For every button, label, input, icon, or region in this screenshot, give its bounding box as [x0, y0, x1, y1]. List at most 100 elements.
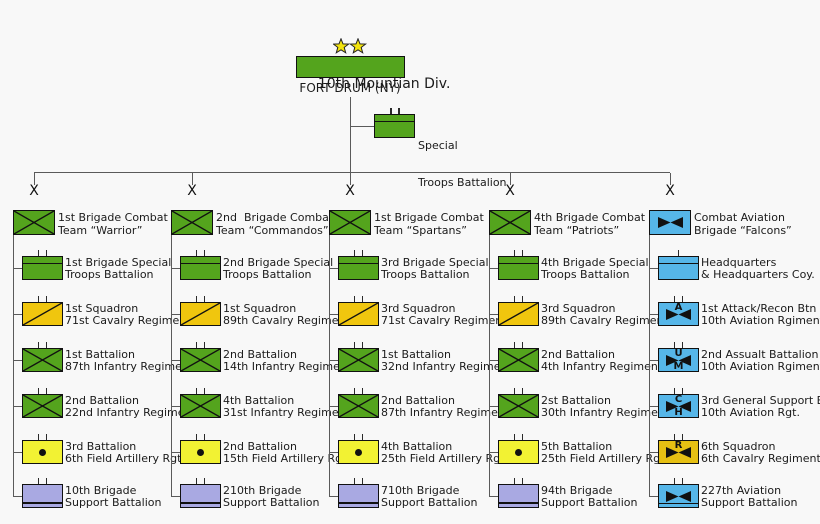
connector-unit-stub	[489, 314, 498, 315]
connector-unit-stub	[13, 360, 22, 361]
infantry-crossed-diagonals-icon	[499, 349, 538, 371]
connector-unit-stub	[329, 496, 338, 497]
echelon-tick	[195, 388, 197, 394]
unit-label-bct-2-4-line1: 4th Battalion	[223, 393, 295, 407]
echelon-tick	[203, 388, 205, 394]
connector-unit-stub	[329, 452, 338, 453]
echelon-tick	[677, 250, 679, 256]
aviation-role-letter-top: A	[674, 302, 683, 313]
connector-column-rail	[329, 235, 330, 497]
unit-label-cab-3-line2: 10th Aviation Rgiment	[701, 360, 820, 373]
division-box: 10th Mountian Div.	[296, 56, 450, 92]
echelon-tick	[195, 250, 197, 256]
unit-label-bct-1-1-line2: Troops Battalion	[65, 268, 154, 281]
echelon-tick	[353, 388, 355, 394]
aviation-rotor-icon	[666, 400, 691, 412]
aviation-role-letter-top: U	[674, 348, 683, 359]
echelon-tick	[37, 388, 39, 394]
echelon-tick	[203, 296, 205, 302]
echelon-tick	[361, 434, 363, 440]
echelon-tick	[681, 342, 683, 348]
unit-box-bct-4-6	[498, 484, 539, 508]
unit-label-bct-4-4-line1: 2st Battalion	[541, 393, 612, 407]
unit-label-cab-1-line2: & Headquarters Coy.	[701, 268, 815, 281]
support-bar-icon	[23, 502, 62, 504]
bct-3-brigade-label-line1: 1st Brigade Combat	[374, 210, 484, 224]
infantry-crossed-diagonals-icon	[181, 349, 220, 371]
support-bar-icon	[499, 502, 538, 504]
connector-unit-stub	[13, 452, 22, 453]
echelon-tick	[37, 434, 39, 440]
unit-label-bct-1-3-line1: 1st Battalion	[65, 347, 136, 361]
infantry-crossed-diagonals-icon	[14, 211, 54, 234]
infantry-crossed-diagonals-icon	[23, 395, 62, 417]
connector-unit-stub	[329, 360, 338, 361]
special-troops-battalion-box	[374, 114, 415, 138]
unit-label-bct-3-6-line2: Support Battalion	[381, 496, 478, 509]
connector-special-stub	[350, 126, 374, 127]
connector-column-rail	[171, 235, 172, 497]
bct-1-brigade-label-line2: Team “Warrior”	[58, 223, 143, 237]
brigade-echelon-x: X	[29, 183, 39, 199]
echelon-tick	[361, 478, 363, 484]
unit-label-bct-2-3-line2: 14th Infantry Regiment	[223, 360, 352, 373]
infantry-crossed-diagonals-icon	[499, 395, 538, 417]
unit-label-bct-3-2-line2: 71st Cavalry Regiment	[381, 314, 507, 327]
division-location: FORT DRUM (NY)	[299, 81, 401, 95]
connector-unit-stub	[489, 496, 498, 497]
unit-label-cab-6-line2: Support Battalion	[701, 496, 798, 509]
echelon-tick	[37, 296, 39, 302]
bct-2-brigade-label-line1: 2nd Brigade Combat	[216, 210, 334, 224]
echelon-tick	[45, 296, 47, 302]
cavalry-stripe-icon	[499, 303, 538, 325]
unit-label-bct-3-2-line1: 3rd Squadron	[381, 301, 456, 315]
unit-label-bct-3-4-line2: 87th Infantry Regiment	[381, 406, 510, 419]
unit-label-bct-4-3-line1: 2nd Battalion	[541, 347, 615, 361]
echelon-tick	[353, 250, 355, 256]
echelon-tick	[521, 250, 523, 256]
unit-label-bct-1-3-line2: 87th Infantry Regiment	[65, 360, 194, 373]
echelon-tick	[521, 342, 523, 348]
unit-box-bct-4-2	[498, 302, 539, 326]
aviation-rotor-icon	[666, 308, 691, 320]
unit-box-bct-3-3	[338, 348, 379, 372]
unit-label-bct-1-5-line1: 3rd Battalion	[65, 439, 137, 453]
echelon-tick	[513, 296, 515, 302]
echelon-tick	[45, 434, 47, 440]
unit-label-bct-4-1-line1: 4th Brigade Special	[541, 255, 649, 269]
connector-main-rail	[34, 172, 670, 173]
headquarters-bar-icon	[181, 262, 220, 264]
echelon-tick	[195, 434, 197, 440]
unit-label-bct-2-2-line1: 1st Squadron	[223, 301, 297, 315]
cavalry-stripe-icon	[181, 303, 220, 325]
echelon-tick	[203, 434, 205, 440]
unit-label-bct-3-6-line1: 710th Brigade	[381, 483, 460, 497]
connector-unit-stub	[171, 496, 180, 497]
unit-box-bct-2-4	[180, 394, 221, 418]
unit-label-bct-4-6-line1: 94th Brigade	[541, 483, 613, 497]
artillery-ball-icon	[515, 448, 522, 456]
unit-box-bct-2-2	[180, 302, 221, 326]
echelon-tick	[521, 478, 523, 484]
echelon-tick	[681, 478, 683, 484]
bct-2-brigade-box	[171, 210, 213, 235]
unit-label-cab-4-line1: 3rd General Support Bn	[701, 393, 820, 407]
unit-box-bct-2-3	[180, 348, 221, 372]
aviation-role-letter-top: R	[674, 440, 683, 451]
connector-unit-stub	[171, 268, 180, 269]
